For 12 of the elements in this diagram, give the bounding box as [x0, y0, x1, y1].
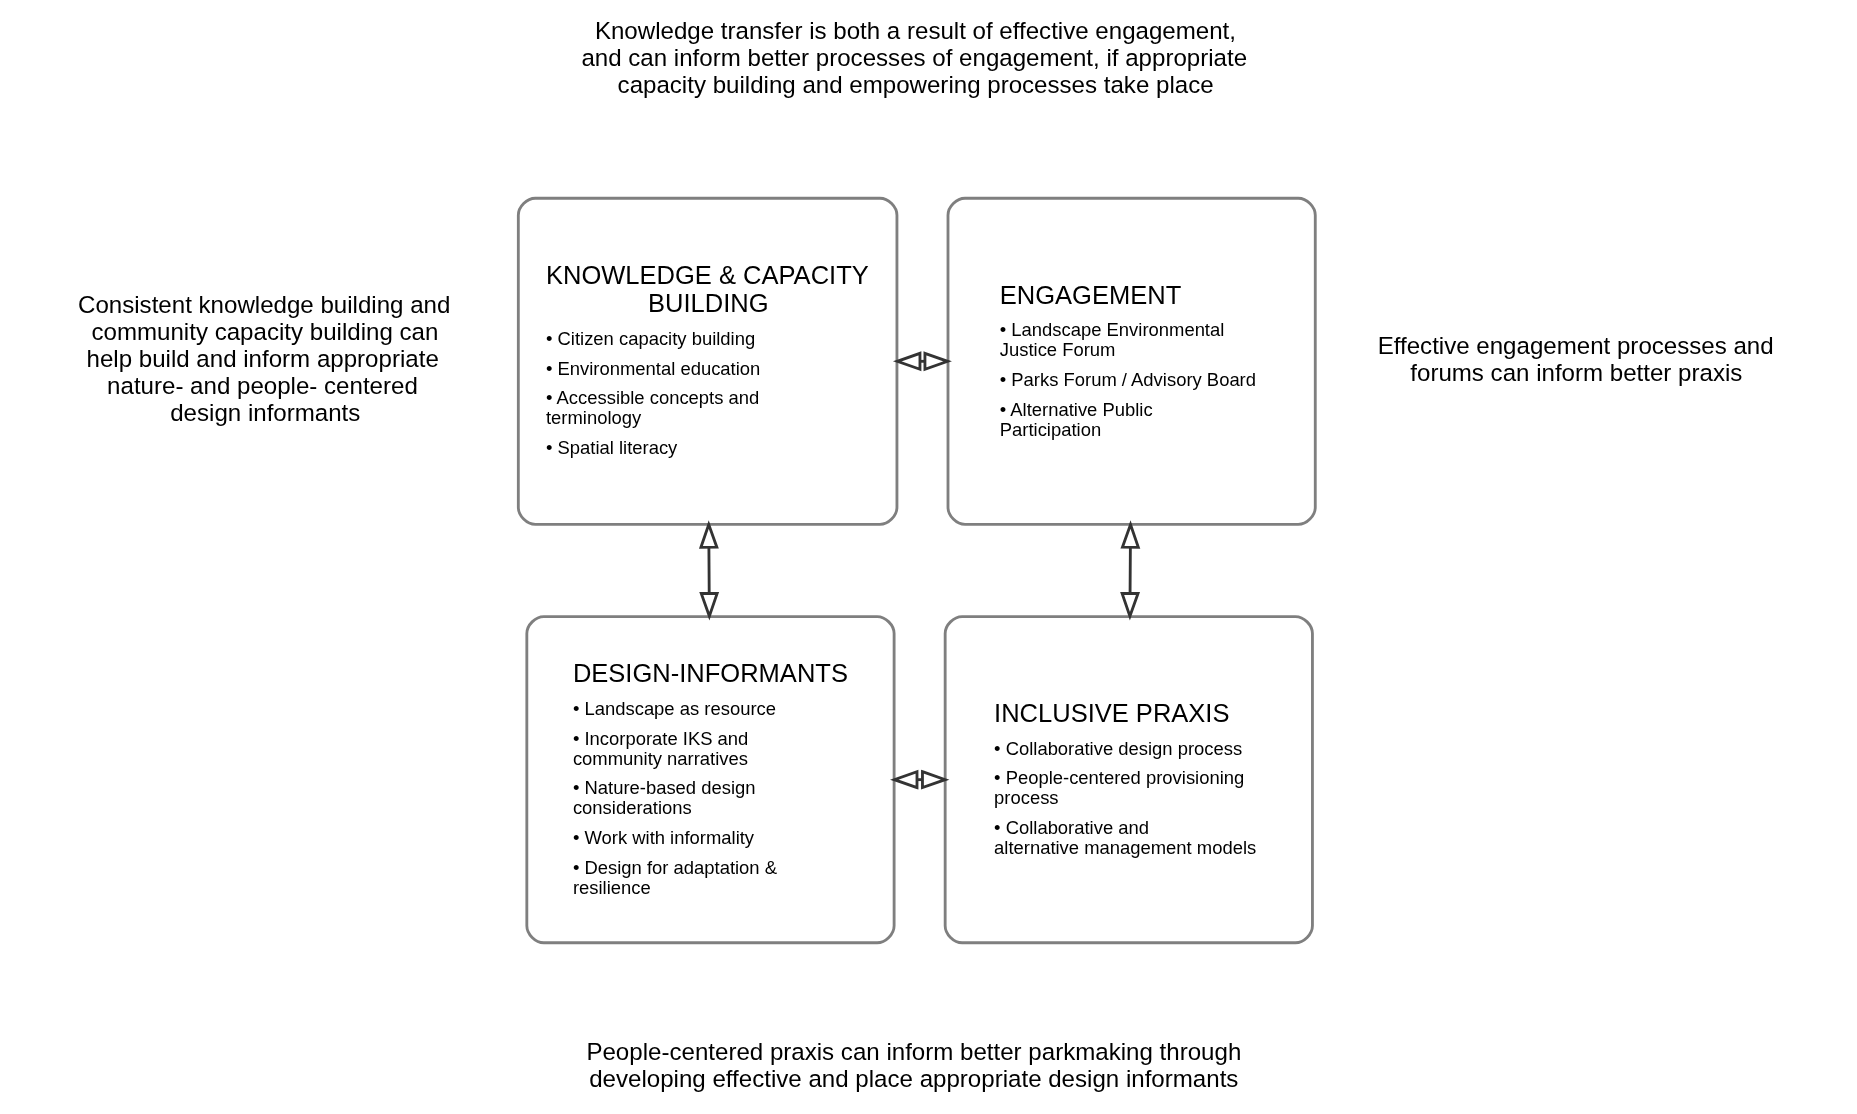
node-box: DESIGN-INFORMANTS • Landscape as resource • Incorporate IKS and community narratives • Nature-based design considerations • Work with informality • Design for adaptation & resilience	[525, 615, 896, 945]
label: Consistent knowledge building and community capacity building can help build and inform appropriate nature- and people- centered design informants	[78, 291, 451, 427]
arrow	[1120, 520, 1141, 621]
label: Knowledge transfer is both a result of effective engagement, and can inform better processes of engagement, if appropriate capacity building and empowering processes take place	[581, 16, 1248, 98]
label: Effective engagement processes and forums can inform better praxis	[1377, 331, 1774, 386]
arrow	[890, 769, 950, 790]
node-box: KNOWLEDGE & CAPACITY BUILDING • Citizen capacity building • Environmental education • Accessible concepts and terminology • Spatial literacy	[516, 196, 899, 526]
arrow	[698, 520, 720, 621]
arrow	[892, 351, 952, 372]
node-box: INCLUSIVE PRAXIS • Collaborative design process • People-centered provisioning process • Collaborative and alternative management models	[943, 615, 1314, 945]
label: People-centered praxis can inform better parkmaking through developing effective and place appropriate design informants	[586, 1037, 1242, 1092]
node-box: ENGAGEMENT • Landscape Environmental Justice Forum • Parks Forum / Advisory Board • Alternative Public Participation	[946, 196, 1317, 526]
